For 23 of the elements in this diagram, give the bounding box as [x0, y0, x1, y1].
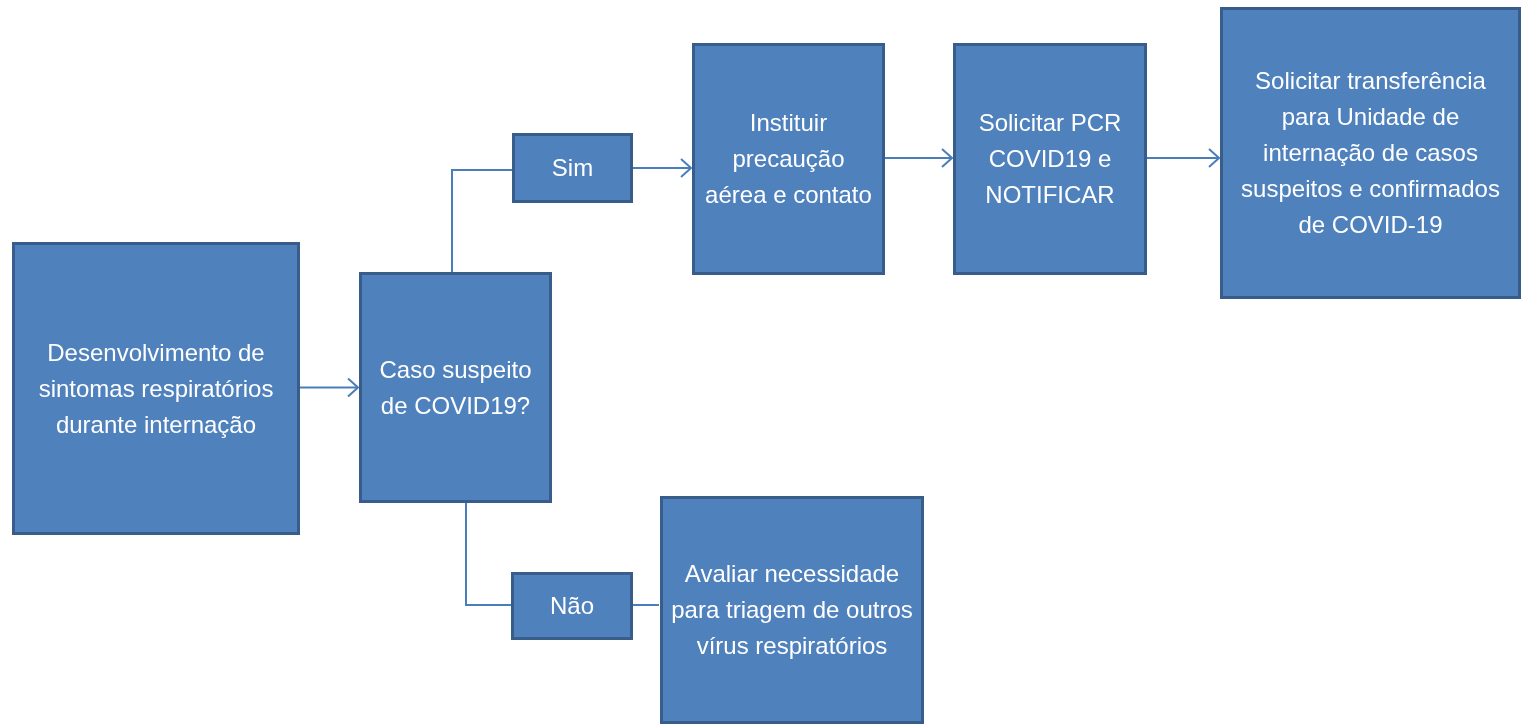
box-text: Caso suspeito de COVID19?: [378, 354, 533, 421]
box-text: Sim: [551, 153, 594, 183]
box-text: Solicitar transferência para Unidade de internação de casos suspeitos e confirmados de COVID-19: [1240, 66, 1501, 240]
process-box: [692, 43, 885, 275]
answer-box: [511, 572, 633, 640]
box-text: Não: [550, 591, 594, 621]
box-text: Solicitar PCR COVID19 e NOTIFICAR: [977, 108, 1123, 210]
process-box: [660, 496, 924, 724]
process-box: [953, 43, 1147, 275]
box-text: Instituir precaução aérea e contato: [704, 108, 873, 210]
connector-line: [465, 502, 512, 606]
decision-box: [359, 272, 552, 503]
arrow: [299, 377, 359, 398]
connector-line: [451, 169, 513, 273]
arrow: [632, 158, 692, 178]
arrow: [1146, 148, 1220, 168]
connector-line: [632, 604, 660, 606]
box-text: Desenvolvimento de sintomas respiratórios durante internação: [37, 337, 275, 440]
process-box: [1220, 7, 1521, 299]
answer-box: [512, 133, 633, 203]
arrow: [884, 148, 953, 168]
process-box: [12, 242, 300, 535]
box-text: Avaliar necessidade para triagem de outros vírus respiratórios: [671, 559, 913, 661]
